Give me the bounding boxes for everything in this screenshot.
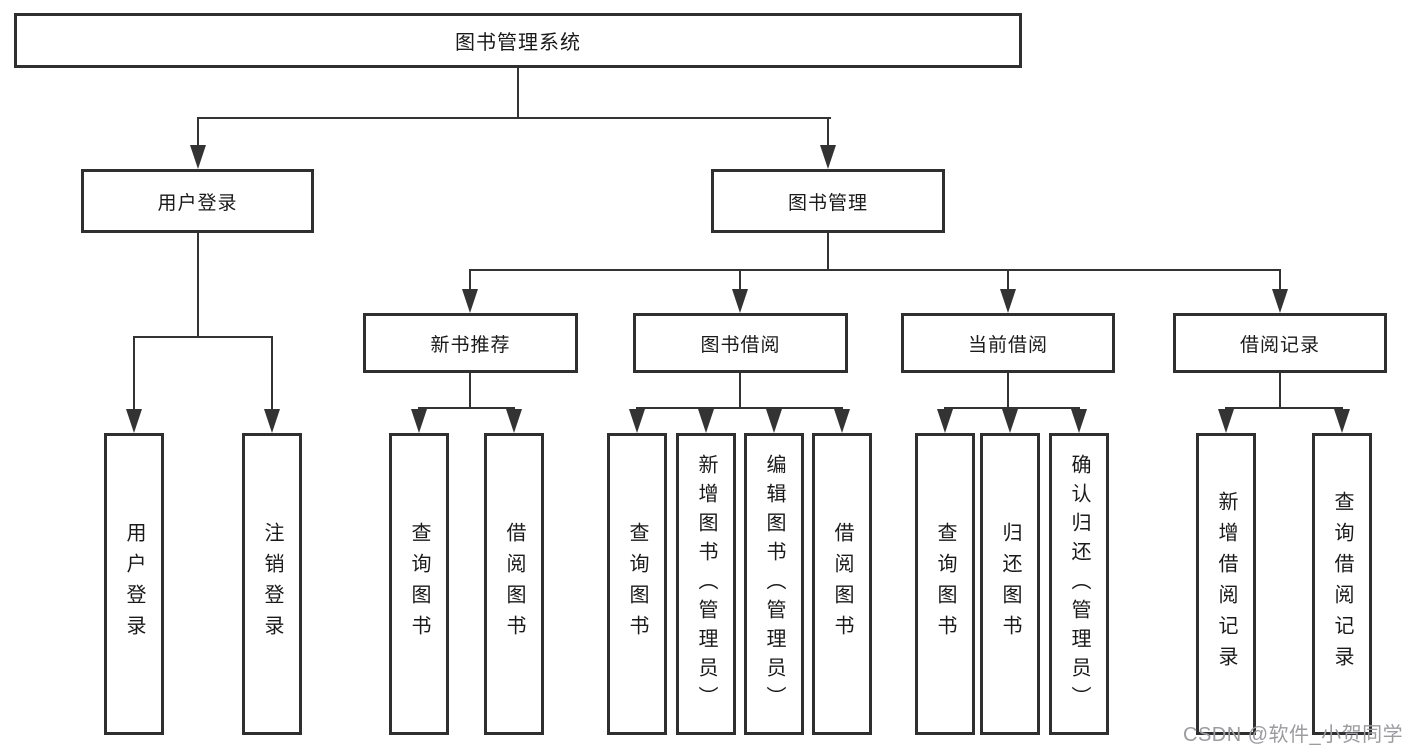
node-label: 图书管理系统 bbox=[455, 32, 581, 54]
connector-mgmt-bar bbox=[469, 269, 1281, 271]
leaf-borrow-books-newbook: 借阅图书 bbox=[484, 433, 544, 735]
leaf-label: 新增图书（管理员） bbox=[695, 453, 717, 715]
connector-borrow-stem bbox=[739, 373, 741, 409]
leaf-query-borrow-record: 查询借阅记录 bbox=[1312, 433, 1372, 735]
node-current-borrowing: 当前借阅 bbox=[901, 313, 1115, 373]
leaf-borrow-books: 借阅图书 bbox=[812, 433, 872, 735]
arrowhead-icon bbox=[629, 409, 645, 433]
arrowhead-icon bbox=[698, 409, 714, 433]
connector-current-stem bbox=[1007, 373, 1009, 409]
arrowhead-icon bbox=[1071, 409, 1087, 433]
connector-drop bbox=[133, 336, 135, 412]
arrowhead-icon bbox=[411, 409, 427, 433]
connector-to-user-login bbox=[197, 117, 199, 150]
arrowhead-icon bbox=[1272, 289, 1288, 313]
arrowhead-icon bbox=[834, 409, 850, 433]
leaf-query-books-current: 查询图书 bbox=[915, 433, 975, 735]
leaf-query-books-newbook: 查询图书 bbox=[389, 433, 449, 735]
connector-records-bar bbox=[1225, 407, 1343, 409]
leaf-add-books-admin: 新增图书（管理员） bbox=[676, 433, 736, 735]
arrowhead-icon bbox=[1334, 409, 1350, 433]
arrowhead-icon bbox=[937, 409, 953, 433]
arrowhead-icon bbox=[506, 409, 522, 433]
node-borrowing-records: 借阅记录 bbox=[1173, 313, 1387, 373]
leaf-confirm-return-admin: 确认归还（管理员） bbox=[1049, 433, 1109, 735]
connector-current-bar bbox=[944, 407, 1080, 409]
arrowhead-icon bbox=[462, 289, 478, 313]
node-label: 当前借阅 bbox=[967, 334, 1048, 356]
connector-newbook-bar bbox=[418, 407, 515, 409]
leaf-logout: 注销登录 bbox=[242, 433, 302, 735]
leaf-label: 新增借阅记录 bbox=[1215, 491, 1237, 677]
leaf-label: 借阅图书 bbox=[831, 522, 853, 646]
connector-root-stem bbox=[517, 68, 519, 118]
leaf-label: 查询图书 bbox=[408, 522, 430, 646]
node-user-login: 用户登录 bbox=[81, 169, 314, 233]
node-label: 图书管理 bbox=[787, 192, 868, 214]
leaf-user-login: 用户登录 bbox=[104, 433, 164, 735]
leaf-label: 借阅图书 bbox=[503, 522, 525, 646]
arrowhead-icon bbox=[190, 145, 206, 169]
connector-login-stem bbox=[197, 233, 199, 338]
connector-to-book-management bbox=[827, 117, 829, 150]
connector-drop bbox=[1279, 269, 1281, 292]
node-new-book-recommendation: 新书推荐 bbox=[363, 313, 578, 373]
node-library-management-system: 图书管理系统 bbox=[14, 13, 1022, 68]
leaf-label: 查询借阅记录 bbox=[1331, 491, 1353, 677]
connector-newbook-stem bbox=[469, 373, 471, 409]
connector-borrow-bar bbox=[636, 407, 843, 409]
leaf-label: 编辑图书（管理员） bbox=[763, 453, 785, 715]
arrowhead-icon bbox=[126, 409, 142, 433]
leaf-add-borrow-record: 新增借阅记录 bbox=[1196, 433, 1256, 735]
leaf-label: 确认归还（管理员） bbox=[1068, 453, 1090, 715]
node-label: 图书借阅 bbox=[700, 334, 781, 356]
leaf-query-books-borrow: 查询图书 bbox=[607, 433, 667, 735]
leaf-label: 归还图书 bbox=[999, 522, 1021, 646]
arrowhead-icon bbox=[1218, 409, 1234, 433]
arrowhead-icon bbox=[264, 409, 280, 433]
csdn-watermark: CSDN @软件_小贺同学 bbox=[1183, 724, 1404, 746]
connector-drop bbox=[739, 269, 741, 292]
leaf-label: 用户登录 bbox=[123, 522, 145, 646]
node-label: 借阅记录 bbox=[1239, 334, 1320, 356]
node-label: 新书推荐 bbox=[430, 334, 511, 356]
connector-drop bbox=[1007, 269, 1009, 292]
leaf-return-books: 归还图书 bbox=[980, 433, 1040, 735]
leaf-label: 查询图书 bbox=[626, 522, 648, 646]
connector-root-bar bbox=[197, 117, 831, 119]
connector-drop bbox=[271, 336, 273, 412]
leaf-edit-books-admin: 编辑图书（管理员） bbox=[744, 433, 804, 735]
node-label: 用户登录 bbox=[157, 192, 238, 214]
connector-drop bbox=[469, 269, 471, 292]
node-book-management: 图书管理 bbox=[711, 169, 945, 233]
arrowhead-icon bbox=[732, 289, 748, 313]
arrowhead-icon bbox=[766, 409, 782, 433]
connector-mgmt-stem bbox=[827, 233, 829, 271]
arrowhead-icon bbox=[820, 145, 836, 169]
node-book-borrowing: 图书借阅 bbox=[633, 313, 848, 373]
leaf-label: 注销登录 bbox=[261, 522, 283, 646]
arrowhead-icon bbox=[1000, 289, 1016, 313]
connector-records-stem bbox=[1279, 373, 1281, 409]
leaf-label: 查询图书 bbox=[934, 522, 956, 646]
connector-login-bar bbox=[133, 336, 273, 338]
arrowhead-icon bbox=[1002, 409, 1018, 433]
